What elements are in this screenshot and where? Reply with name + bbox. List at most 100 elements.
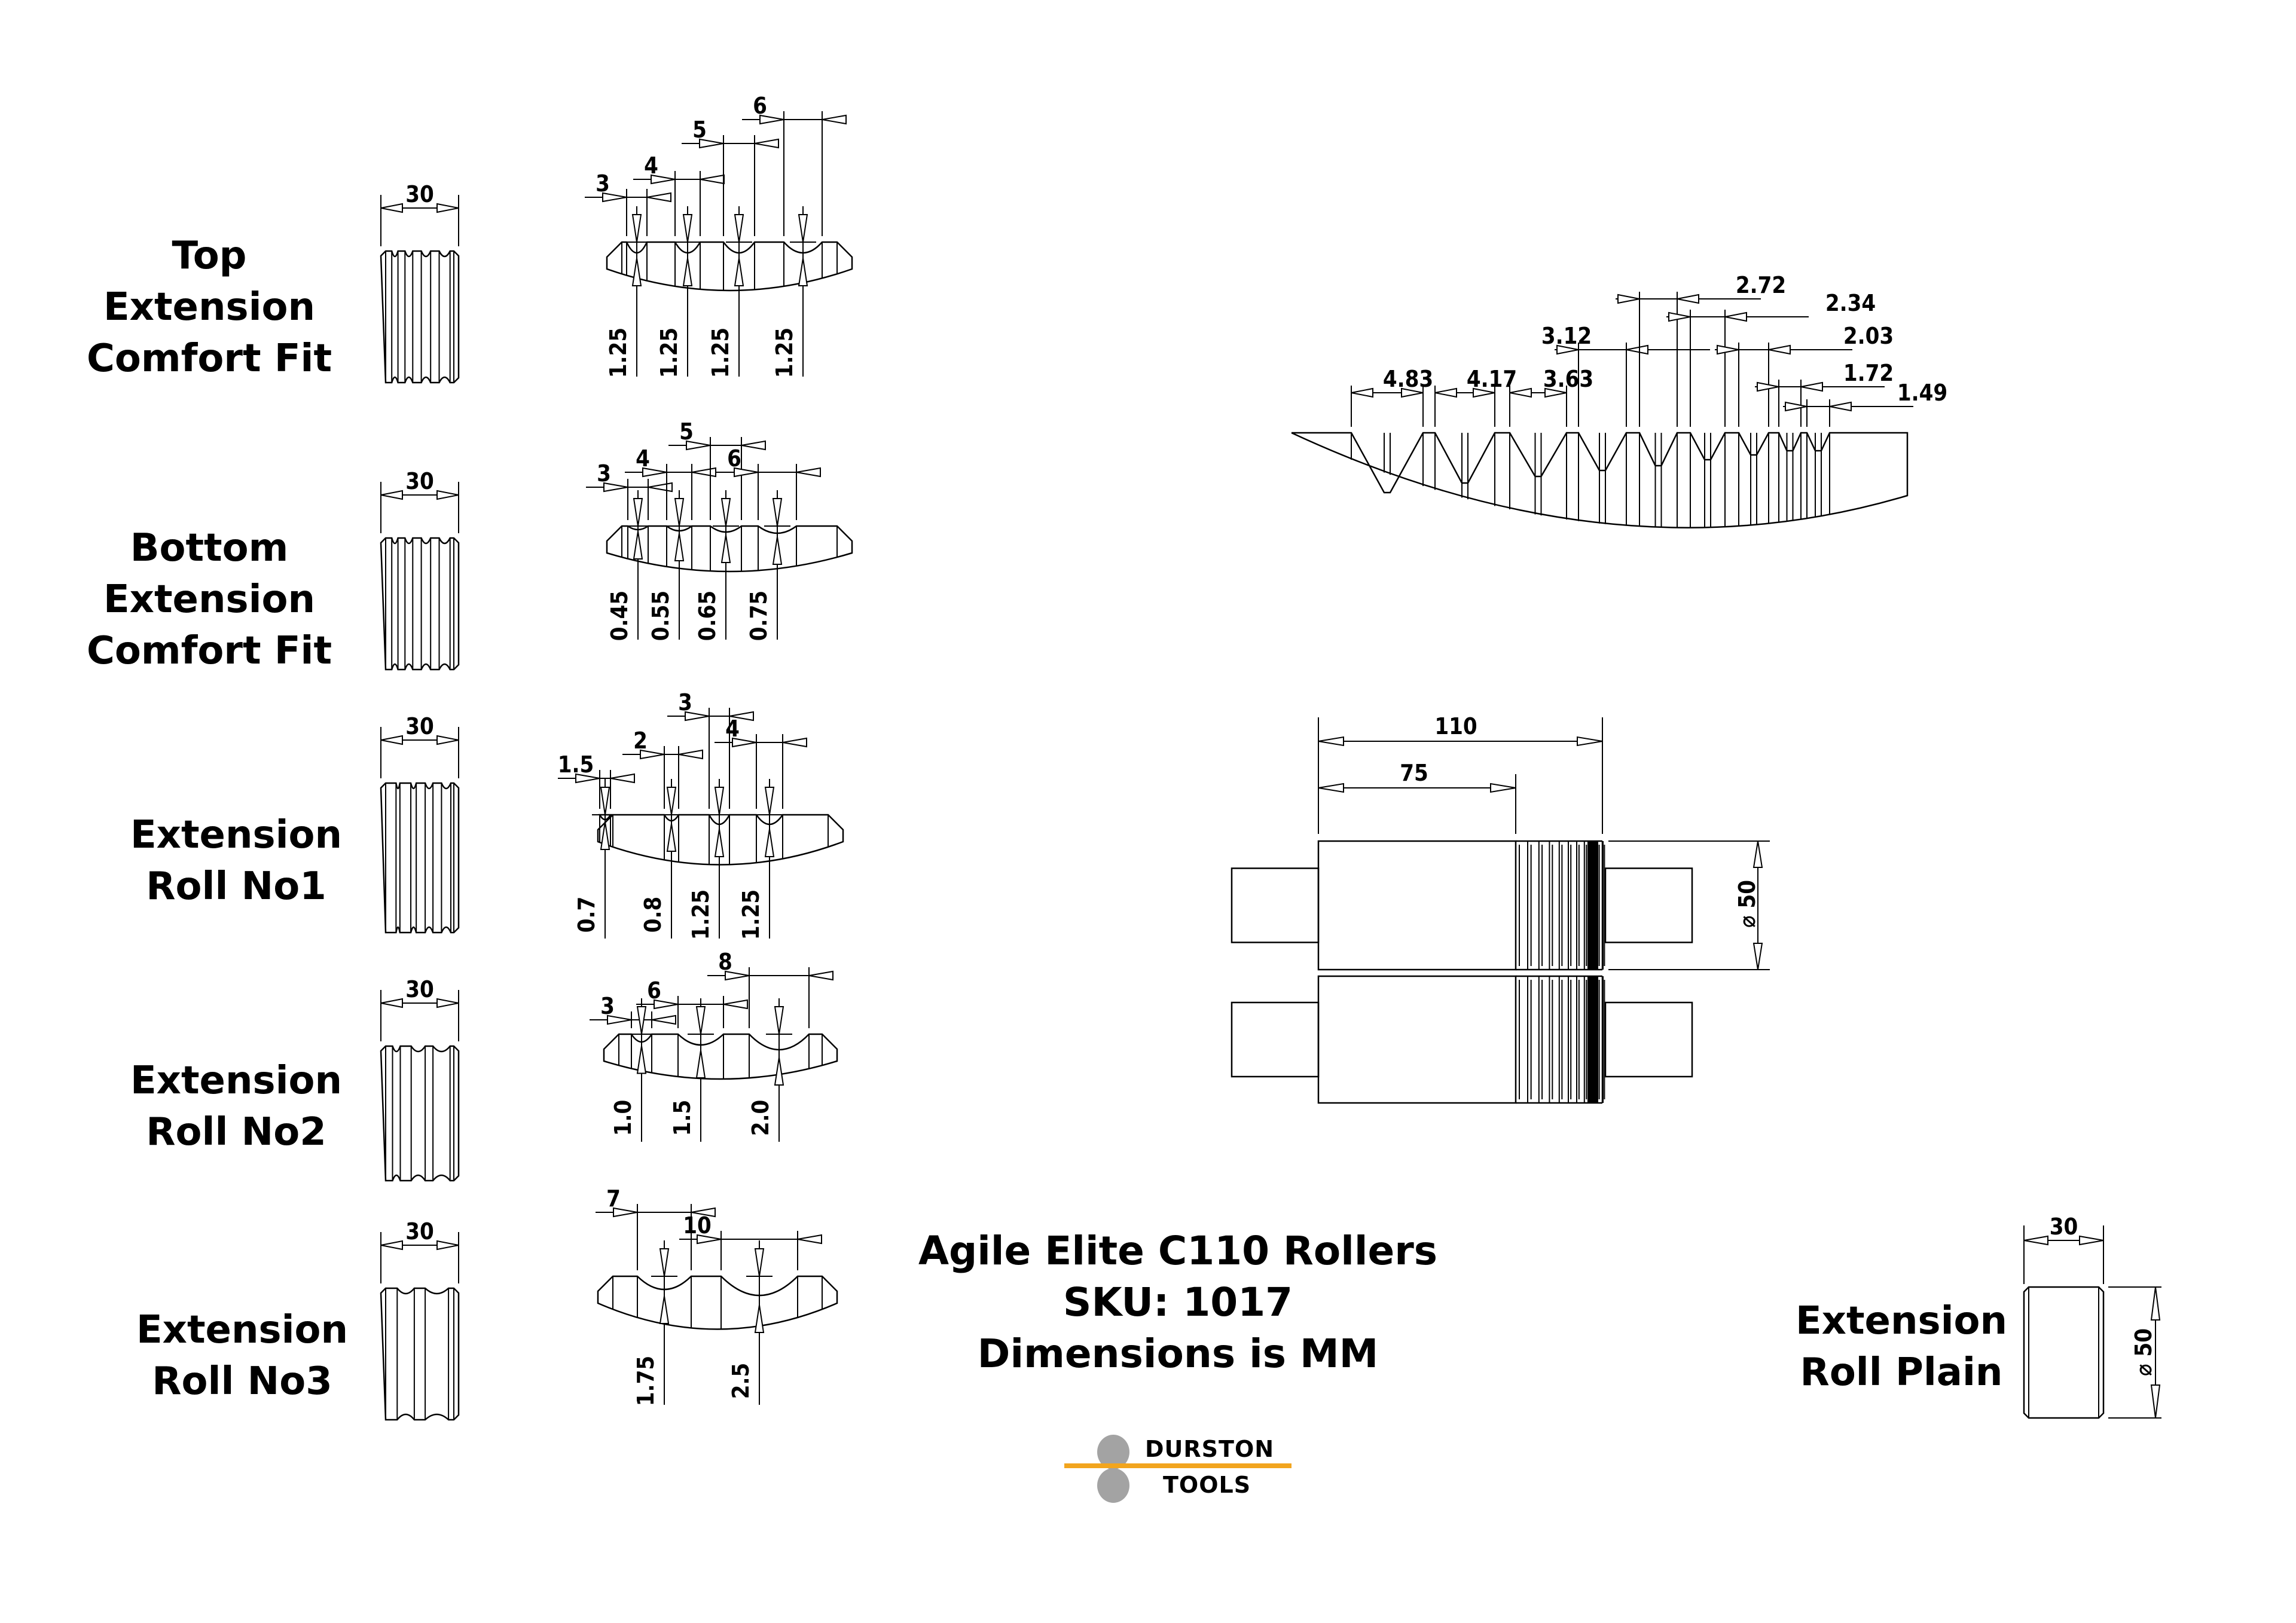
logo-accent-bar: [1064, 1463, 1292, 1468]
arrowhead-icon: [782, 737, 807, 748]
arrowhead-icon: [723, 999, 748, 1010]
groove-width-text: 6: [647, 977, 661, 1004]
durston-tools-logo: DURSTON TOOLS: [1064, 1435, 1292, 1512]
groove-width-text: 4: [725, 716, 740, 742]
logo-text-bottom: TOOLS: [1163, 1472, 1251, 1498]
arrowhead-icon: [772, 536, 783, 565]
arrowhead-icon: [691, 467, 716, 478]
roll-side-outline: [380, 537, 460, 671]
arrowhead-icon: [808, 970, 833, 981]
profile-groove-width-text: 2.72: [1736, 272, 1786, 298]
groove-depth-text: 1.75: [633, 1356, 659, 1406]
side-view-extension-roll-no2: 30: [380, 976, 460, 1182]
groove-profile-extension-roll-no1: 1.5 0.7 2 0.8 3 1.25 4 1.25: [558, 689, 844, 940]
arrowhead-icon: [1829, 401, 1852, 412]
arrowhead-icon: [720, 498, 731, 527]
profile-outline: [606, 525, 853, 573]
groove-depth-text: 1.25: [738, 890, 764, 940]
profile-groove-width-text: 1.49: [1897, 380, 1947, 406]
groove-depth-text: 1.25: [688, 890, 714, 940]
groove-width-text: 3: [678, 689, 692, 716]
groove-depth-text: 0.45: [606, 591, 633, 641]
arrowhead-icon: [1473, 387, 1495, 398]
arrowhead-icon: [764, 829, 775, 857]
roller-top: [1231, 840, 1693, 971]
roller-profile-outline: [1291, 432, 1909, 528]
side-view-extension-roll-no1: 30: [380, 713, 460, 934]
profile-outline: [597, 1275, 838, 1330]
arrowhead-icon: [734, 467, 759, 478]
arrowhead-icon: [695, 1050, 706, 1078]
roll-label-bottom-extension: Bottom Extension Comfort Fit: [86, 526, 332, 673]
profile-groove-width-text: 3.12: [1541, 323, 1592, 349]
arrowhead-icon: [631, 214, 642, 243]
arrowhead-icon: [754, 1304, 765, 1333]
arrowhead-icon: [1401, 387, 1424, 398]
arrowhead-icon: [699, 138, 724, 149]
arrowhead-icon: [575, 773, 600, 784]
arrowhead-icon: [607, 1014, 632, 1025]
arrowhead-icon: [1677, 294, 1699, 304]
groove-depth-text: 0.65: [694, 591, 720, 641]
arrowhead-icon: [1556, 344, 1579, 355]
product-title: Agile Elite C110 Rollers: [918, 1228, 1438, 1274]
arrowhead-icon: [822, 114, 847, 125]
arrowhead-icon: [764, 787, 775, 815]
groove-width-text: 8: [718, 949, 732, 975]
groove-width-text: 7: [606, 1185, 621, 1212]
logo-text-top: DURSTON: [1145, 1436, 1275, 1462]
arrowhead-icon: [636, 1006, 647, 1035]
arrowhead-icon: [798, 214, 808, 243]
groove-width-text: 3: [597, 460, 611, 487]
arrowhead-icon: [798, 258, 808, 286]
arrowhead-icon: [685, 711, 710, 722]
groove-profiles: 31.2541.2551.2561.2530.4540.5550.6560.75…: [558, 93, 853, 1406]
arrowhead-icon: [697, 1234, 722, 1245]
groove-depth-text: 2.0: [747, 1100, 774, 1136]
units-note: Dimensions is MM: [977, 1331, 1379, 1377]
shaft-left: [1231, 1001, 1320, 1078]
arrowhead-icon: [380, 735, 403, 745]
groove-width-text: 1.5: [558, 751, 594, 778]
groove-depth-text: 1.0: [610, 1100, 636, 1136]
shaft-left: [1231, 867, 1320, 943]
arrowhead-icon: [1351, 387, 1373, 398]
groove-width-text: 2: [633, 728, 648, 754]
arrowhead-icon: [610, 773, 635, 784]
arrowhead-icon: [380, 490, 403, 500]
profile-groove-width-text: 2.34: [1825, 290, 1876, 316]
roll-side-outline: [380, 250, 460, 384]
side-view-top-extension-comfort-fit: 30: [380, 181, 460, 384]
arrowhead-icon: [1626, 344, 1648, 355]
arrowhead-icon: [640, 749, 665, 760]
roll-label-no2: Extension Roll No2: [130, 1059, 343, 1154]
arrowhead-icon: [436, 1240, 459, 1251]
arrowhead-icon: [1752, 943, 1763, 970]
groove-depth-text: 0.75: [746, 591, 772, 641]
arrowhead-icon: [1577, 736, 1603, 747]
arrowhead-icon: [2150, 1286, 2161, 1321]
arrowhead-icon: [678, 749, 703, 760]
arrowhead-icon: [686, 440, 711, 451]
arrowhead-icon: [1318, 736, 1344, 747]
groove-depth-text: 0.8: [640, 897, 666, 933]
arrowhead-icon: [797, 1234, 822, 1245]
roll-label-no3: Extension Roll No3: [136, 1308, 349, 1404]
arrowhead-icon: [734, 214, 744, 243]
plain-width-text: 30: [2050, 1214, 2078, 1240]
arrowhead-icon: [725, 970, 750, 981]
roll-side-outline: [380, 1287, 460, 1421]
groove-width-text: 5: [679, 418, 694, 445]
arrowhead-icon: [380, 203, 403, 213]
groove-depth-text: 0.7: [573, 897, 600, 933]
logo-roller-bottom-icon: [1097, 1468, 1129, 1503]
profile-groove-width-text: 3.63: [1543, 366, 1593, 392]
arrowhead-icon: [1768, 344, 1791, 355]
width-dimension-text: 30: [405, 713, 434, 739]
side-view-extension-roll-no3: 30: [380, 1218, 460, 1421]
arrowhead-icon: [380, 998, 403, 1008]
